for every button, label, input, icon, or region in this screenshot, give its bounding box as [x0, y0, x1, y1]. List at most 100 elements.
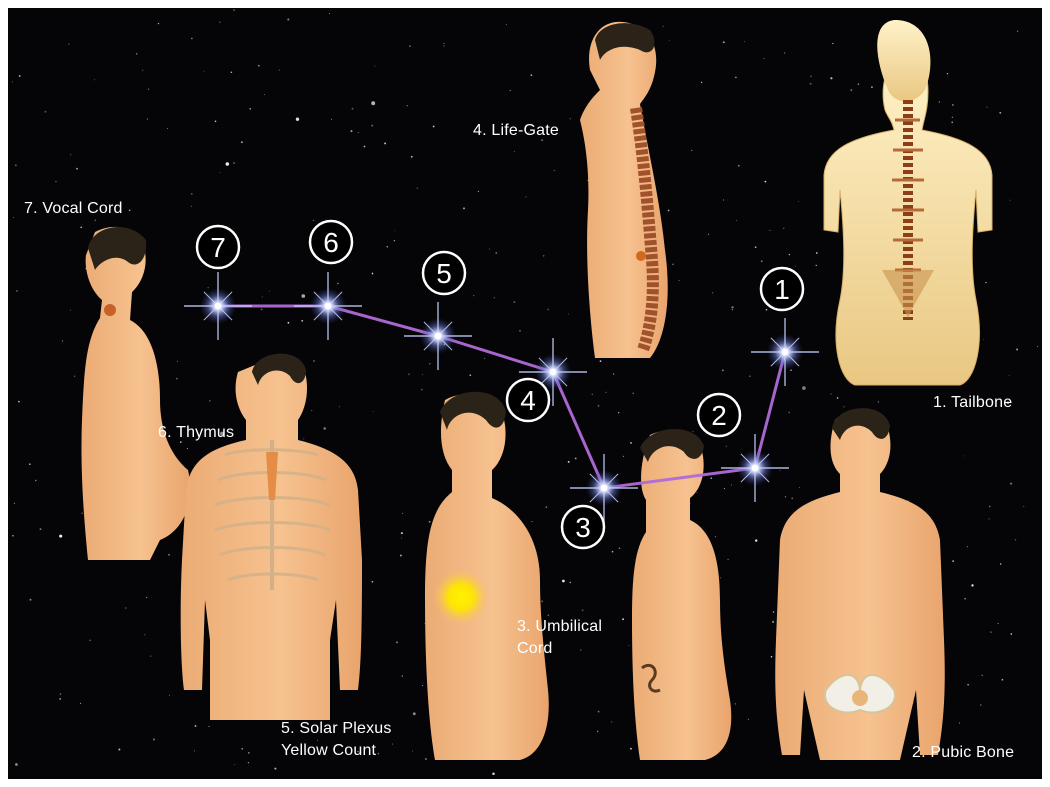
background-star: [191, 193, 193, 195]
background-star: [598, 711, 600, 713]
star-core: [601, 485, 608, 492]
background-star: [600, 360, 602, 362]
background-star: [723, 200, 724, 201]
background-star: [417, 187, 418, 188]
background-star: [313, 360, 315, 362]
number-1: 1: [774, 274, 790, 305]
background-star: [44, 111, 46, 113]
background-star: [726, 446, 727, 447]
background-star: [830, 77, 832, 79]
background-star: [80, 227, 82, 229]
background-star: [194, 750, 195, 751]
background-star: [630, 748, 632, 750]
background-star: [871, 86, 873, 88]
background-star: [784, 52, 785, 53]
background-star: [679, 280, 680, 281]
background-star: [575, 457, 577, 459]
background-star: [731, 484, 732, 485]
background-star: [70, 310, 71, 311]
background-star: [999, 112, 1001, 114]
background-star: [279, 70, 280, 71]
background-star: [783, 228, 784, 229]
background-star: [632, 392, 634, 394]
background-star: [81, 512, 83, 514]
background-star: [779, 470, 780, 471]
background-star: [735, 703, 736, 704]
background-star: [605, 392, 606, 393]
background-star: [352, 108, 354, 110]
background-star: [374, 65, 375, 66]
background-star: [531, 521, 532, 522]
number-4: 4: [520, 385, 536, 416]
background-star: [580, 649, 582, 651]
background-star: [715, 536, 716, 537]
background-star: [732, 309, 733, 310]
background-star: [89, 640, 91, 642]
background-star: [513, 301, 515, 303]
background-star: [764, 181, 766, 183]
background-star: [209, 726, 210, 727]
background-star: [262, 296, 263, 297]
background-star: [241, 748, 243, 750]
life-gate-marker: [636, 251, 646, 261]
background-star: [668, 210, 670, 212]
background-star: [755, 246, 757, 248]
background-star: [947, 73, 948, 74]
background-star: [489, 248, 490, 249]
background-star: [30, 599, 32, 601]
background-star: [70, 154, 71, 155]
background-star: [296, 118, 299, 121]
background-star: [724, 488, 725, 489]
background-star: [55, 181, 56, 182]
background-star: [967, 684, 968, 685]
background-star: [971, 584, 973, 586]
background-star: [12, 535, 14, 537]
background-star: [986, 107, 987, 108]
background-star: [153, 739, 155, 741]
background-star: [59, 698, 61, 700]
background-star: [611, 721, 612, 722]
background-star: [373, 411, 374, 412]
background-star: [248, 752, 250, 754]
background-star: [582, 609, 584, 611]
background-star: [613, 373, 614, 374]
background-star: [402, 513, 403, 514]
background-star: [470, 374, 472, 376]
background-star: [339, 406, 340, 407]
background-star: [392, 743, 393, 744]
background-star: [669, 40, 670, 41]
background-star: [773, 611, 775, 613]
background-star: [60, 693, 62, 695]
background-star: [204, 71, 205, 72]
background-star: [989, 518, 990, 519]
background-star: [421, 389, 423, 391]
background-star: [429, 363, 431, 365]
background-star: [142, 70, 143, 71]
background-star: [731, 306, 733, 308]
background-star: [386, 246, 388, 248]
background-star: [401, 538, 402, 539]
background-star: [443, 46, 444, 47]
background-star: [989, 506, 991, 508]
background-star: [95, 220, 96, 221]
background-star: [125, 607, 127, 609]
background-star: [241, 141, 243, 143]
background-star: [788, 412, 790, 414]
background-star: [830, 393, 831, 394]
background-star: [712, 292, 713, 293]
background-star: [952, 560, 954, 562]
background-star: [303, 438, 304, 439]
background-star: [1002, 679, 1004, 681]
background-star: [723, 41, 725, 43]
background-star: [158, 23, 159, 24]
background-star: [510, 90, 511, 91]
background-star: [288, 322, 290, 324]
background-star: [727, 559, 729, 561]
background-star: [514, 151, 515, 152]
background-star: [146, 597, 147, 598]
background-star: [998, 623, 999, 624]
background-star: [878, 401, 879, 402]
background-star: [176, 378, 178, 380]
figure-side-spine: [580, 22, 668, 358]
background-star: [1023, 506, 1024, 507]
